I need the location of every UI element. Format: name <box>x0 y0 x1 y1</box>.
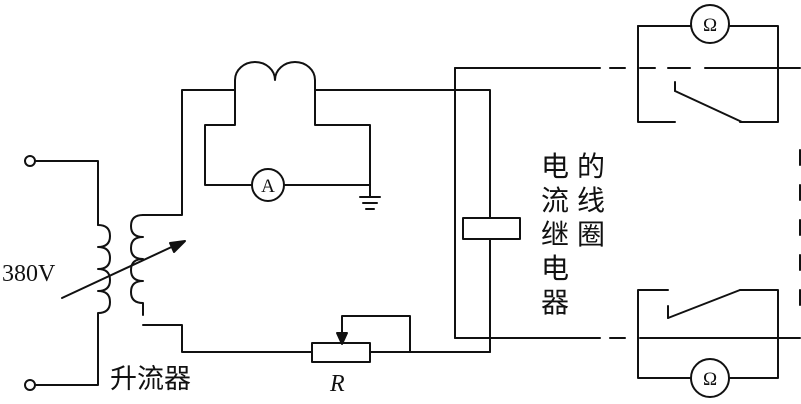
relay-label-char: 的 <box>576 150 605 183</box>
ground-icon <box>359 184 381 210</box>
resistor-slider <box>341 315 411 353</box>
voltage-label: 380V <box>2 261 56 287</box>
contact-top <box>609 25 801 123</box>
relay-label-char: 电 <box>540 252 569 285</box>
current-transformer <box>234 61 316 91</box>
relay-label-char: 线 <box>576 184 605 217</box>
relay-label-char: 继 <box>540 218 569 251</box>
booster-label: 升流器 <box>110 364 191 395</box>
variable-arrow-icon <box>61 240 186 299</box>
relay-label-char: 流 <box>540 184 569 217</box>
resistor-label: R <box>330 371 345 397</box>
ohm-top-symbol: Ω <box>703 15 717 36</box>
ohm-bottom-symbol: Ω <box>703 369 717 390</box>
relay-label-col1: 电 流 继 电 器 <box>540 150 570 320</box>
relay-label-char: 电 <box>540 150 569 183</box>
ammeter-icon <box>251 168 285 202</box>
primary-coil <box>97 224 111 317</box>
secondary-coil <box>130 214 144 316</box>
input-terminals <box>24 155 99 391</box>
contact-bottom <box>609 289 801 379</box>
resistor-R <box>311 342 371 363</box>
relay-frame <box>454 67 801 339</box>
relay-coil <box>462 217 521 240</box>
ohmmeter-bottom-icon <box>690 358 730 398</box>
wire-secondary-bottom <box>142 324 313 353</box>
ohmmeter-top-icon <box>690 4 730 44</box>
relay-label-col2: 的 线 圈 <box>576 150 606 252</box>
relay-label-char: 器 <box>540 286 569 319</box>
relay-label-char: 圈 <box>576 218 605 251</box>
ammeter-symbol: A <box>261 176 275 197</box>
wire-secondary-top <box>142 89 236 216</box>
